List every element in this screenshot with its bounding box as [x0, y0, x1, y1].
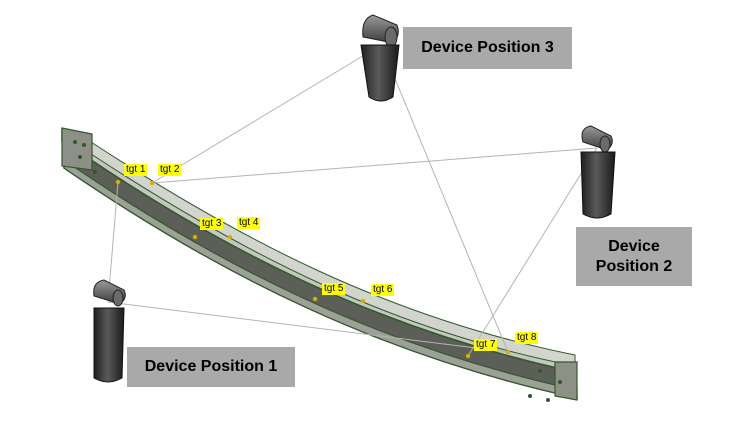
sight-line-2-7	[467, 147, 598, 357]
sight-line-2-2	[151, 147, 598, 184]
target-points	[115, 179, 511, 359]
target-label-4: tgt 4	[237, 217, 261, 229]
beam-end-plate-right	[554, 361, 578, 401]
sight-line-1-8	[107, 301, 509, 353]
target-point-6	[360, 298, 366, 304]
beam-holes	[73, 140, 562, 402]
sight-line-3-8	[380, 44, 509, 353]
device-position-2-line2: Position 2	[595, 257, 673, 275]
target-point-1	[115, 179, 121, 185]
target-label-7: tgt 7	[474, 339, 498, 351]
device-position-3-text: Device Position 3	[421, 39, 554, 56]
target-point-7	[465, 353, 471, 359]
target-label-3: tgt 3	[200, 218, 224, 230]
sight-lines	[107, 44, 598, 357]
device-position-3-label: Device Position 3	[403, 27, 572, 69]
target-point-8	[505, 349, 511, 355]
target-point-3	[192, 234, 198, 240]
device-position-1-label: Device Position 1	[127, 347, 295, 387]
target-point-2	[149, 180, 155, 186]
device-position-2-text: Device Position 2	[596, 237, 672, 277]
target-label-1: tgt 1	[124, 164, 148, 176]
target-point-5	[312, 296, 318, 302]
laser-tracker-icon	[580, 125, 616, 219]
laser-tracker-icon	[360, 14, 400, 102]
device-position-1-text: Device Position 1	[144, 358, 278, 375]
device-position-2-line1: Device	[608, 237, 660, 255]
target-label-8: tgt 8	[515, 332, 539, 344]
sight-line-1-1	[107, 181, 119, 303]
target-point-4	[227, 234, 233, 240]
laser-tracker-icon	[93, 279, 126, 383]
target-label-6: tgt 6	[371, 284, 395, 296]
sight-line-3-2	[151, 44, 382, 184]
beam-end-plate-left	[61, 127, 93, 171]
device-position-2-label: Device Position 2	[576, 227, 692, 286]
target-label-2: tgt 2	[158, 164, 182, 176]
target-label-5: tgt 5	[322, 283, 346, 295]
